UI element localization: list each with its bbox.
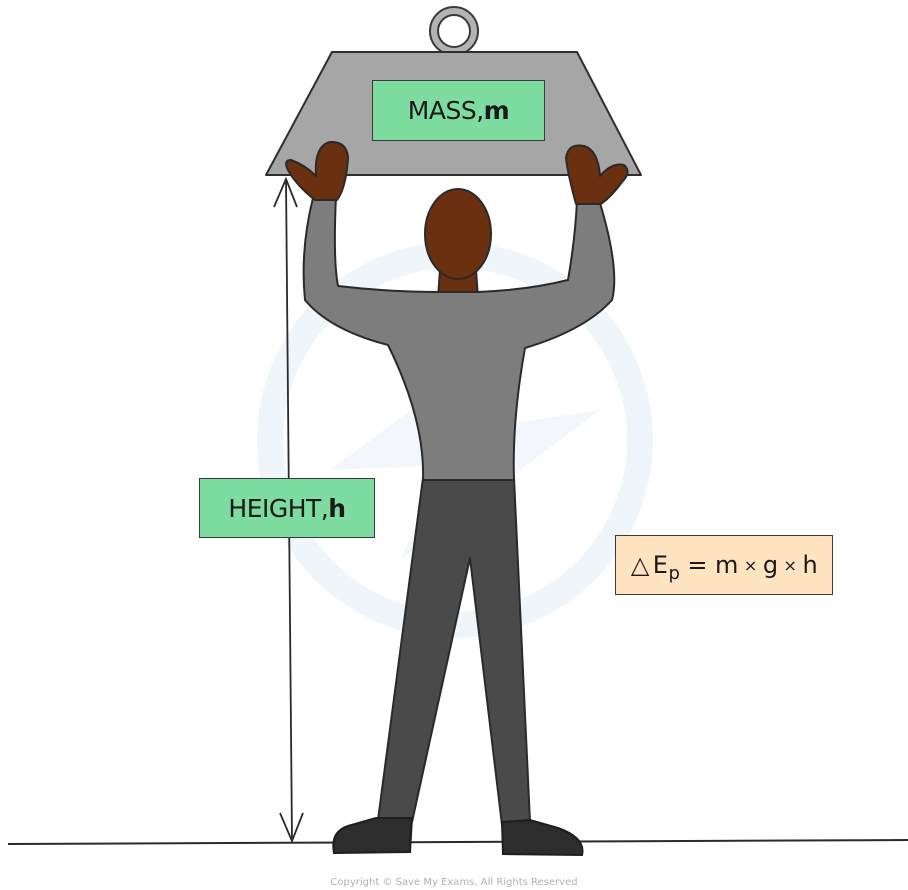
copyright-notice: Copyright © Save My Exams. All Rights Re… [330, 877, 578, 888]
height-label: HEIGHT, h [199, 478, 375, 538]
delta-symbol: △ [630, 551, 649, 579]
ground-line [7, 839, 908, 845]
energy-symbol: E [652, 551, 668, 579]
height-symbol: h [328, 493, 346, 523]
person-head [424, 188, 492, 280]
formula-height: h [802, 551, 818, 579]
energy-subscript: p [668, 562, 680, 584]
mass-label: MASS, m [372, 80, 545, 141]
times-sign-2: × [783, 555, 797, 575]
person-shoes [332, 817, 584, 857]
mass-label-text: MASS, [407, 96, 484, 125]
right-hand [565, 144, 629, 205]
person-shirt [302, 195, 616, 481]
mass-symbol: m [483, 96, 510, 125]
formula-gravity: g [762, 551, 778, 579]
left-hand [285, 140, 349, 201]
equals-sign: = [687, 551, 708, 579]
person-legs [377, 477, 531, 826]
formula-mass: m [715, 551, 738, 579]
height-label-text: HEIGHT, [228, 493, 329, 523]
times-sign-1: × [743, 555, 757, 575]
